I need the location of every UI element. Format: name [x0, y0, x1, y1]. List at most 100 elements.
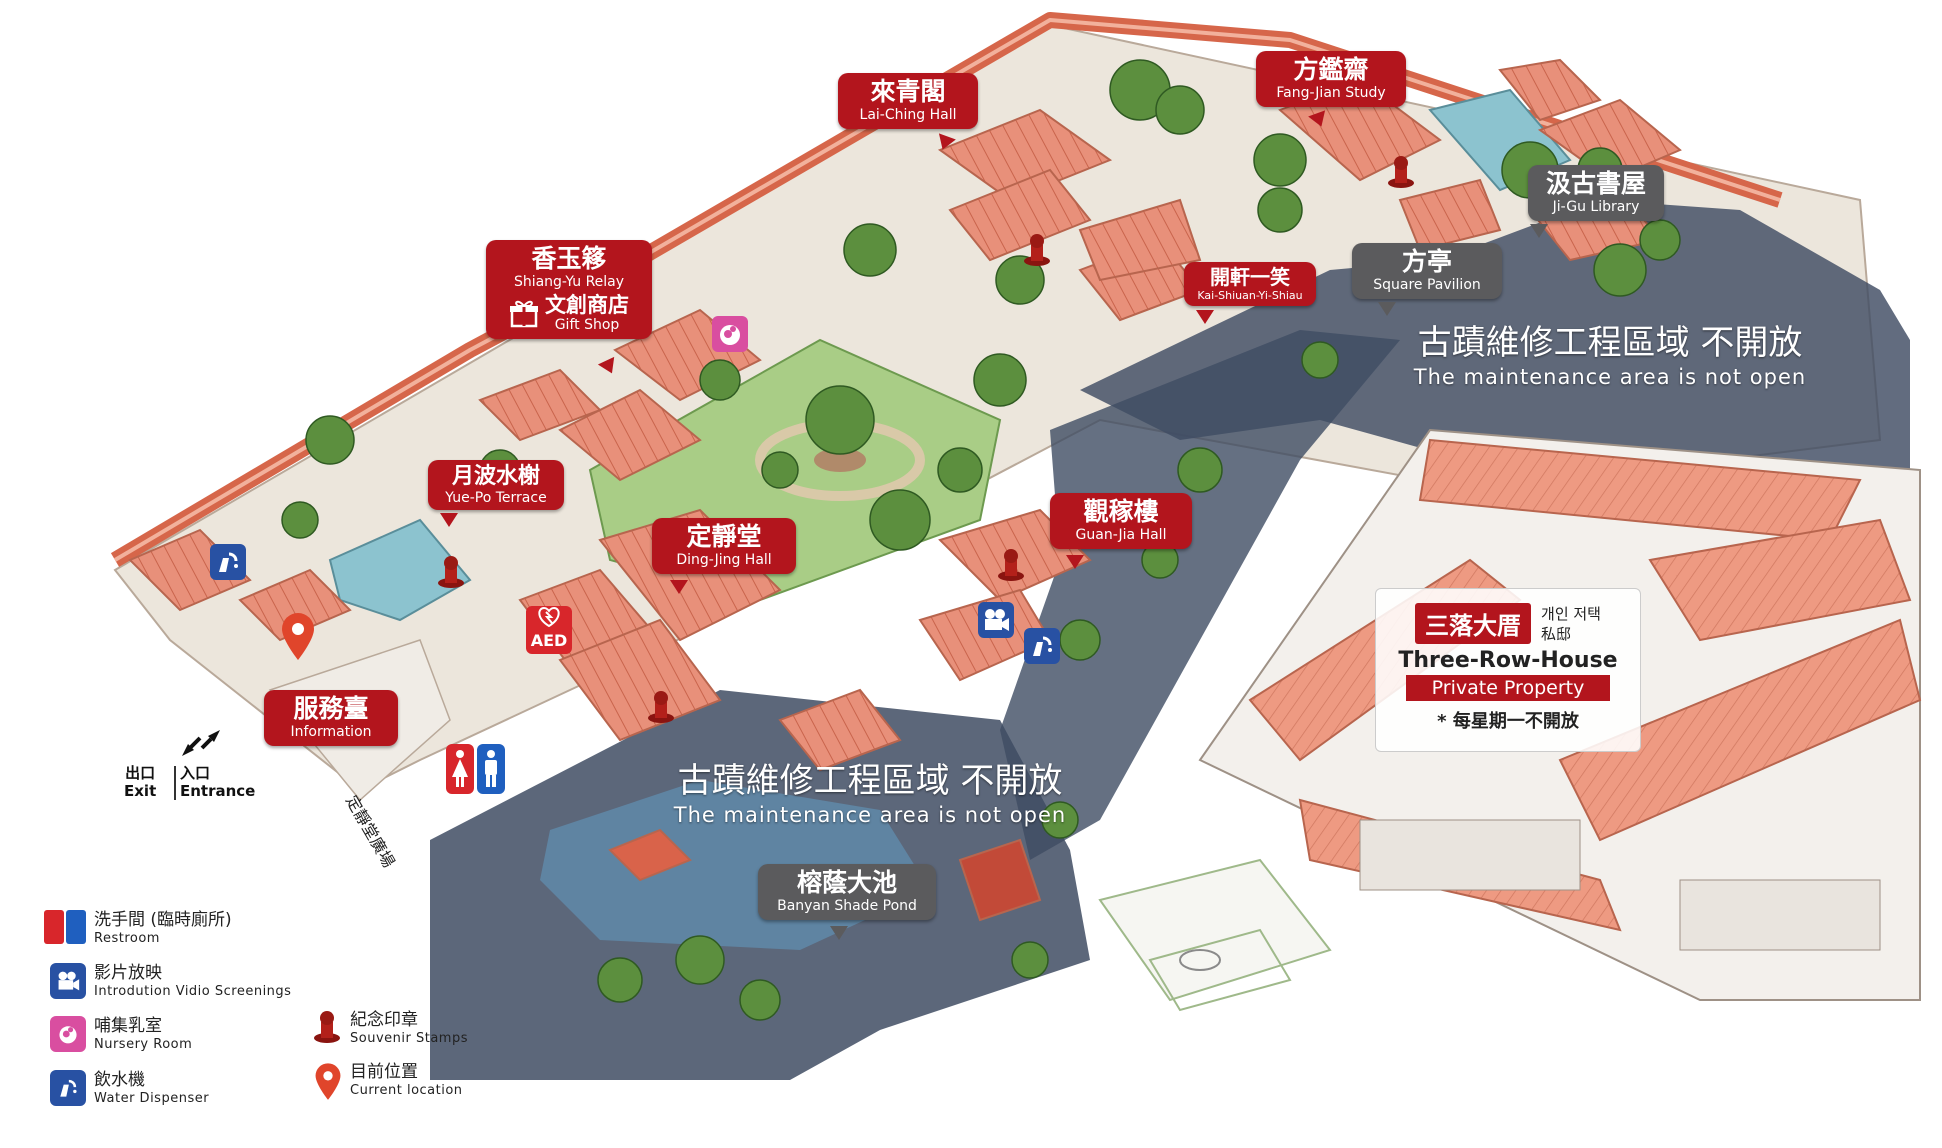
ding-jing-hall-label[interactable]: 定靜堂 Ding-Jing Hall — [652, 518, 796, 574]
information-zh: 服務臺 — [293, 694, 369, 723]
private-property-badge: Private Property — [1406, 675, 1610, 701]
fang-jian-study-label[interactable]: 方鑑齋 Fang-Jian Study — [1256, 51, 1406, 107]
water-dispenser-icon — [219, 552, 238, 572]
water-dispenser-marker-2[interactable] — [1024, 628, 1060, 664]
restroom-women — [446, 744, 474, 794]
maintenance-notice-north-en: The maintenance area is not open — [1413, 365, 1807, 389]
kai-shiuan-label[interactable]: 開軒一笑 Kai-Shiuan-Yi-Shiau — [1184, 262, 1316, 306]
water-dispenser-marker[interactable] — [210, 544, 246, 580]
stamp-icon — [314, 1011, 340, 1043]
banyan-pond-pointer — [830, 926, 848, 940]
maintenance-notice-south: 古蹟維修工程區域 不開放 The maintenance area is not… — [670, 760, 1070, 828]
water-dispenser-icon — [50, 1070, 86, 1106]
stamp-marker-ding-jing[interactable] — [646, 690, 676, 724]
stamp-marker-yue-po[interactable] — [436, 555, 466, 589]
yue-po-pond — [328, 518, 472, 622]
exit-entrance: 出口 Exit 入口 Entrance — [118, 728, 288, 808]
current-location-pin[interactable] — [280, 612, 316, 662]
entrance-en: Entrance — [180, 782, 256, 800]
three-row-house-private-zh: 私邸 — [1541, 624, 1572, 643]
ji-gu-library-zh: 汲古書屋 — [1545, 169, 1646, 198]
man-icon — [485, 750, 497, 787]
arrows-icon — [182, 730, 220, 756]
gift-shop-zh: 文創商店 — [545, 293, 629, 317]
legend-water-zh: 飲水機 — [94, 1070, 145, 1090]
water-dispenser-icon — [1033, 636, 1052, 656]
three-row-house-en: Three-Row-House — [1398, 648, 1618, 673]
maintenance-notice-north: 古蹟維修工程區域 不開放 The maintenance area is not… — [1400, 322, 1820, 390]
banyan-pond-zh: 榕蔭大池 — [796, 868, 897, 897]
video-screening-marker[interactable] — [978, 602, 1014, 638]
shiang-yu-relay-label[interactable]: 香玉簃 Shiang-Yu Relay 文創商店 Gift Shop — [486, 240, 652, 339]
legend-restroom-women — [44, 910, 64, 944]
guan-jia-en: Guan-Jia Hall — [1075, 527, 1167, 543]
square-pavilion-zh: 方亭 — [1401, 247, 1452, 276]
stamp-marker-guan-jia[interactable] — [996, 548, 1026, 582]
ji-gu-pointer — [1530, 224, 1548, 238]
guan-jia-zh: 觀稼樓 — [1083, 497, 1159, 526]
legend-water: 飲水機 Water Dispenser — [50, 1070, 209, 1107]
monday-closed-note: * 每星期一不開放 — [1437, 711, 1579, 732]
legend-location: 目前位置 Current location — [314, 1062, 463, 1102]
exit-zh: 出口 — [125, 764, 156, 782]
aed-heart-icon — [538, 606, 560, 628]
gift-shop-en: Gift Shop — [554, 317, 620, 333]
gift-icon — [510, 300, 538, 327]
banyan-pond-label[interactable]: 榕蔭大池 Banyan Shade Pond — [758, 864, 936, 920]
information-en: Information — [290, 724, 372, 740]
maintenance-notice-south-en: The maintenance area is not open — [673, 803, 1067, 827]
restroom-men — [477, 744, 505, 794]
exit-en: Exit — [124, 782, 157, 800]
legend-nursery-en: Nursery Room — [94, 1037, 193, 1052]
lai-ching-hall-label[interactable]: 來青閣 Lai-Ching Hall — [838, 73, 978, 129]
nursery-room-marker[interactable] — [712, 316, 748, 352]
kai-shiuan-en: Kai-Shiuan-Yi-Shiau — [1197, 289, 1303, 302]
legend-restroom-zh: 洗手間 (臨時廁所) — [94, 910, 232, 930]
legend-stamp-zh: 紀念印章 — [350, 1010, 418, 1030]
legend-stamp: 紀念印章 Souvenir Stamps — [312, 1010, 468, 1047]
guan-jia-pointer — [1066, 555, 1084, 569]
ding-jing-zh: 定靜堂 — [686, 522, 762, 551]
video-icon — [50, 963, 86, 999]
exit-divider — [174, 766, 176, 800]
information-label[interactable]: 服務臺 Information — [264, 690, 398, 746]
legend-nursery-zh: 哺集乳室 — [94, 1016, 162, 1036]
lower-garden — [1098, 858, 1332, 1012]
three-row-house-ko: 개인 저택 — [1541, 604, 1601, 623]
entrance-zh: 入口 — [180, 764, 211, 782]
legend-location-en: Current location — [350, 1083, 463, 1098]
aed-marker[interactable]: AED — [526, 606, 572, 654]
kai-shiuan-pointer — [1196, 310, 1214, 324]
fang-jian-study-zh: 方鑑齋 — [1293, 55, 1369, 84]
legend-video-zh: 影片放映 — [94, 963, 162, 983]
yue-po-zh: 月波水榭 — [451, 464, 540, 489]
square-pavilion-en: Square Pavilion — [1373, 277, 1481, 293]
yue-po-en: Yue-Po Terrace — [445, 490, 547, 506]
legend-restroom: 洗手間 (臨時廁所) Restroom — [44, 910, 232, 947]
legend-stamp-en: Souvenir Stamps — [350, 1031, 468, 1046]
maintenance-strip — [1000, 330, 1400, 860]
square-pavilion-label[interactable]: 方亭 Square Pavilion — [1352, 243, 1502, 299]
stamp-marker-lai-ching[interactable] — [1022, 233, 1052, 267]
shiang-yu-en: Shiang-Yu Relay — [513, 274, 625, 290]
kai-shiuan-zh: 開軒一笑 — [1210, 265, 1290, 289]
ding-jing-en: Ding-Jing Hall — [676, 552, 772, 568]
nursery-icon — [50, 1016, 86, 1052]
legend-water-en: Water Dispenser — [94, 1091, 210, 1106]
lai-ching-hall-en: Lai-Ching Hall — [859, 107, 957, 123]
restroom-marker[interactable] — [446, 744, 505, 794]
ji-gu-library-en: Ji-Gu Library — [1552, 199, 1640, 215]
square-pavilion-pointer — [1378, 302, 1396, 316]
legend-location-zh: 目前位置 — [350, 1062, 418, 1082]
legend-restroom-en: Restroom — [94, 931, 160, 946]
banyan-pond-en: Banyan Shade Pond — [777, 898, 917, 914]
ji-gu-library-label[interactable]: 汲古書屋 Ji-Gu Library — [1528, 165, 1664, 221]
yue-po-terrace-label[interactable]: 月波水榭 Yue-Po Terrace — [428, 460, 564, 510]
guan-jia-hall-label[interactable]: 觀稼樓 Guan-Jia Hall — [1050, 493, 1192, 549]
shiang-yu-zh: 香玉簃 — [531, 244, 607, 273]
legend-restroom-men — [66, 910, 86, 944]
maintenance-notice-south-zh: 古蹟維修工程區域 不開放 — [677, 761, 1063, 801]
stamp-marker-fang-jian[interactable] — [1386, 155, 1416, 189]
video-icon — [985, 609, 1009, 631]
